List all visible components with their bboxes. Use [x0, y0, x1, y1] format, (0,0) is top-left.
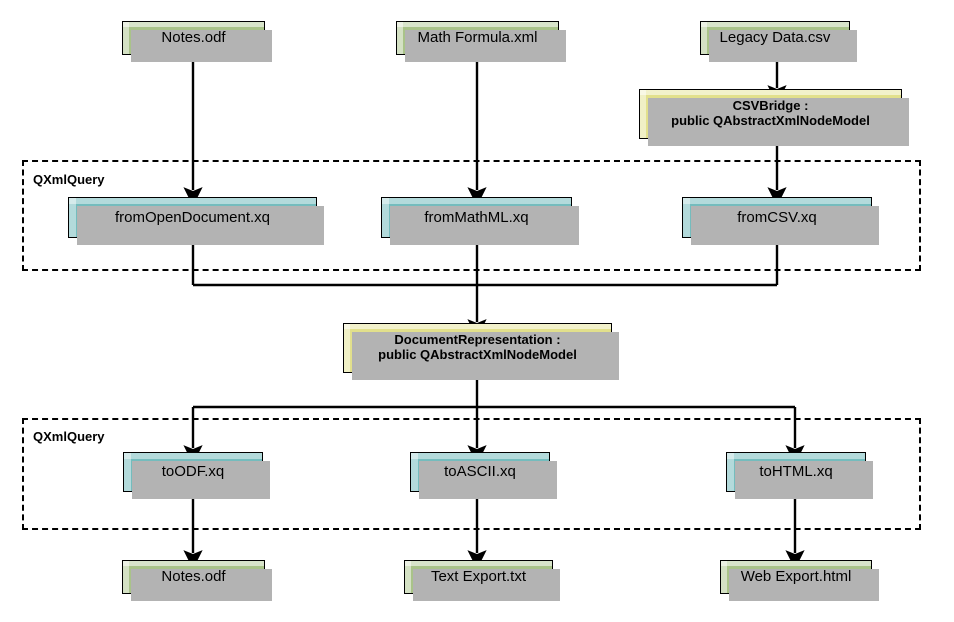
node-label: Notes.odf: [161, 29, 226, 47]
node-label: fromCSV.xq: [737, 208, 817, 226]
node-from-csv-xq[interactable]: fromCSV.xq: [682, 197, 879, 245]
node-label: toASCII.xq: [444, 463, 516, 481]
node-label: Math Formula.xml: [417, 29, 538, 47]
node-label-line2: public QAbstractXmlNodeModel: [378, 347, 577, 362]
node-label: Legacy Data.csv: [719, 29, 831, 47]
output-query-group-label: QXmlQuery: [33, 429, 105, 444]
node-text-export-txt-output[interactable]: Text Export.txt: [404, 560, 560, 601]
node-label: Text Export.txt: [430, 568, 527, 586]
node-label-line1: DocumentRepresentation :: [394, 332, 561, 348]
node-label: Notes.odf: [161, 568, 226, 586]
node-math-formula-xml-input[interactable]: Math Formula.xml: [396, 21, 566, 62]
node-label: fromMathML.xq: [424, 208, 529, 226]
output-query-group-frame: [22, 418, 921, 530]
node-document-representation-class[interactable]: DocumentRepresentation : public QAbstrac…: [343, 323, 619, 380]
node-label-line1: CSVBridge :: [732, 98, 809, 114]
node-notes-odf-output[interactable]: Notes.odf: [122, 560, 272, 601]
node-label: toODF.xq: [161, 463, 225, 481]
node-label: toHTML.xq: [759, 463, 833, 481]
node-from-mathml-xq[interactable]: fromMathML.xq: [381, 197, 579, 245]
node-notes-odf-input[interactable]: Notes.odf: [122, 21, 272, 62]
node-to-html-xq[interactable]: toHTML.xq: [726, 452, 873, 499]
input-query-group-frame: [22, 160, 921, 271]
node-to-odf-xq[interactable]: toODF.xq: [123, 452, 270, 499]
node-label-line2: public QAbstractXmlNodeModel: [671, 113, 870, 128]
node-web-export-html-output[interactable]: Web Export.html: [720, 560, 879, 601]
node-label: Web Export.html: [740, 568, 852, 586]
node-label: fromOpenDocument.xq: [114, 208, 271, 226]
node-legacy-data-csv-input[interactable]: Legacy Data.csv: [700, 21, 857, 62]
node-csvbridge-class[interactable]: CSVBridge : public QAbstractXmlNodeModel: [639, 89, 909, 146]
node-to-ascii-xq[interactable]: toASCII.xq: [410, 452, 557, 499]
node-from-open-document-xq[interactable]: fromOpenDocument.xq: [68, 197, 324, 245]
input-query-group-label: QXmlQuery: [33, 172, 105, 187]
